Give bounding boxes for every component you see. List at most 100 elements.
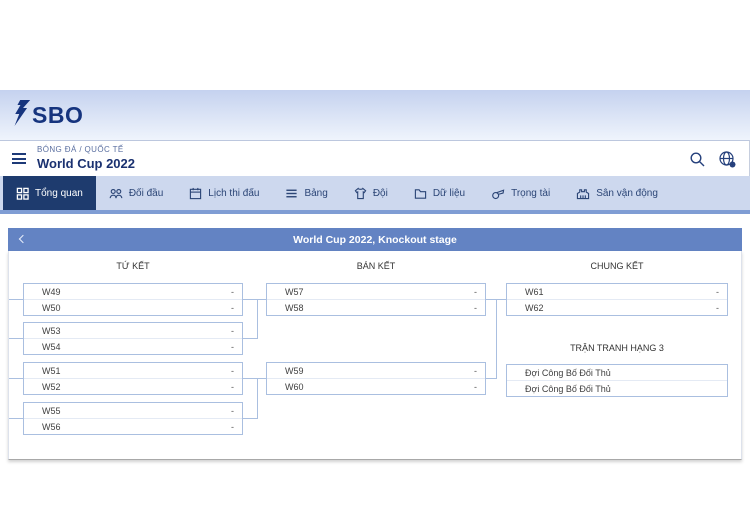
team-row: W51 - xyxy=(24,363,242,378)
stadium-icon xyxy=(576,187,590,200)
team-score: - xyxy=(231,365,234,376)
round-header-semifinals: BÁN KẾT xyxy=(356,261,396,271)
tab-label: Dữ liệu xyxy=(432,187,466,199)
match-sf-1[interactable]: W57 - W58 - xyxy=(266,283,486,316)
team-name: Đợi Công Bố Đối Thủ xyxy=(525,383,611,394)
team-score: - xyxy=(231,325,234,336)
team-name: W55 xyxy=(42,405,61,416)
tab-label: Tổng quan xyxy=(35,187,83,199)
team-row: W60 - xyxy=(267,378,485,394)
menu-hamburger-icon[interactable] xyxy=(12,153,26,164)
match-sf-2[interactable]: W59 - W60 - xyxy=(266,362,486,395)
team-name: W52 xyxy=(42,381,61,392)
bracket-connector-line xyxy=(243,299,266,300)
sbo-logo-bolt-icon xyxy=(11,100,31,131)
team-score: - xyxy=(231,286,234,297)
globe-settings-icon[interactable] xyxy=(718,150,737,169)
team-row: W58 - xyxy=(267,299,485,315)
team-score: - xyxy=(716,286,719,297)
search-icon[interactable] xyxy=(689,151,706,168)
team-name: W58 xyxy=(285,302,304,313)
tab-label: Lịch thi đấu xyxy=(208,187,260,199)
calendar-icon xyxy=(189,187,202,200)
tab-label: Sân vận động xyxy=(596,187,658,199)
team-name: W57 xyxy=(285,286,304,297)
standings-icon xyxy=(285,187,298,200)
bracket-connector-line xyxy=(9,378,23,379)
tab-label: Trọng tài xyxy=(511,187,551,199)
bracket-connector-line xyxy=(486,378,496,379)
team-score: - xyxy=(474,286,477,297)
team-score: - xyxy=(231,421,234,432)
breadcrumb: BÓNG ĐÁ / QUỐC TẾ World Cup 2022 xyxy=(37,145,135,172)
stage-title: World Cup 2022, Knockout stage xyxy=(293,233,457,246)
team-name: W53 xyxy=(42,325,61,336)
match-qf-1[interactable]: W49 - W50 - xyxy=(23,283,243,316)
team-score: - xyxy=(716,302,719,313)
whistle-icon xyxy=(491,187,505,200)
tab-tong-quan[interactable]: Tổng quan xyxy=(3,176,96,210)
tab-lich-thi-dau[interactable]: Lịch thi đấu xyxy=(176,176,272,210)
match-third-place[interactable]: Đợi Công Bố Đối Thủ Đợi Công Bố Đối Thủ xyxy=(506,364,728,397)
team-row: W50 - xyxy=(24,299,242,315)
head-to-head-icon xyxy=(109,187,123,200)
bracket-connector-line xyxy=(496,299,497,379)
team-score: - xyxy=(474,381,477,392)
team-row: W61 - xyxy=(507,284,727,299)
overview-grid-icon xyxy=(16,187,29,200)
team-name: W61 xyxy=(525,286,544,297)
tab-bar: Tổng quan Đối đầu Lịch thi đấu xyxy=(0,176,750,210)
tab-bar-underline xyxy=(0,210,750,214)
team-score: - xyxy=(231,381,234,392)
breadcrumb-category[interactable]: BÓNG ĐÁ / QUỐC TẾ xyxy=(37,145,124,154)
bracket-connector-line xyxy=(243,378,266,379)
team-row: W59 - xyxy=(267,363,485,378)
tab-du-lieu[interactable]: Dữ liệu xyxy=(401,176,478,210)
match-qf-2[interactable]: W53 - W54 - xyxy=(23,322,243,355)
back-chevron-icon[interactable] xyxy=(18,234,28,244)
tab-trong-tai[interactable]: Trọng tài xyxy=(478,176,563,210)
bracket-connector-line xyxy=(257,299,258,339)
match-qf-4[interactable]: W55 - W56 - xyxy=(23,402,243,435)
bracket-connector-line xyxy=(9,338,23,339)
team-name: Đợi Công Bố Đối Thủ xyxy=(525,367,611,378)
match-final[interactable]: W61 - W62 - xyxy=(506,283,728,316)
tab-doi-dau[interactable]: Đối đầu xyxy=(96,176,176,210)
team-row: W56 - xyxy=(24,418,242,434)
round-header-final: CHUNG KẾT xyxy=(590,261,644,271)
page-title: World Cup 2022 xyxy=(37,156,136,171)
team-name: W49 xyxy=(42,286,61,297)
team-name: W51 xyxy=(42,365,61,376)
sbo-logo-text: SBO xyxy=(32,102,84,128)
team-row: W52 - xyxy=(24,378,242,394)
team-score: - xyxy=(231,405,234,416)
sbo-logo[interactable]: SBO xyxy=(13,100,83,131)
jersey-icon xyxy=(354,186,367,200)
team-name: W56 xyxy=(42,421,61,432)
tab-bang[interactable]: Bảng xyxy=(272,176,340,210)
round-header-quarterfinals: TỨ KẾT xyxy=(116,261,150,271)
bracket-connector-line xyxy=(9,418,23,419)
third-place-header: TRẬN TRANH HẠNG 3 xyxy=(570,343,664,353)
team-name: W59 xyxy=(285,365,304,376)
team-name: W54 xyxy=(42,341,61,352)
team-name: W50 xyxy=(42,302,61,313)
team-score: - xyxy=(231,341,234,352)
tab-label: Đội xyxy=(372,187,388,199)
team-row: W62 - xyxy=(507,299,727,315)
bracket-connector-line xyxy=(9,299,23,300)
folder-icon xyxy=(414,187,427,200)
tab-doi[interactable]: Đội xyxy=(341,176,401,210)
team-name: W62 xyxy=(525,302,544,313)
bracket-connector-line xyxy=(257,378,258,419)
bracket-connector-line xyxy=(243,418,257,419)
tab-san-van-dong[interactable]: Sân vận động xyxy=(563,176,671,210)
stage-bar: World Cup 2022, Knockout stage xyxy=(8,228,742,251)
team-row: W55 - xyxy=(24,403,242,418)
team-score: - xyxy=(474,365,477,376)
breadcrumb-bar: BÓNG ĐÁ / QUỐC TẾ World Cup 2022 xyxy=(0,140,750,176)
team-row: W54 - xyxy=(24,338,242,354)
match-qf-3[interactable]: W51 - W52 - xyxy=(23,362,243,395)
team-score: - xyxy=(474,302,477,313)
